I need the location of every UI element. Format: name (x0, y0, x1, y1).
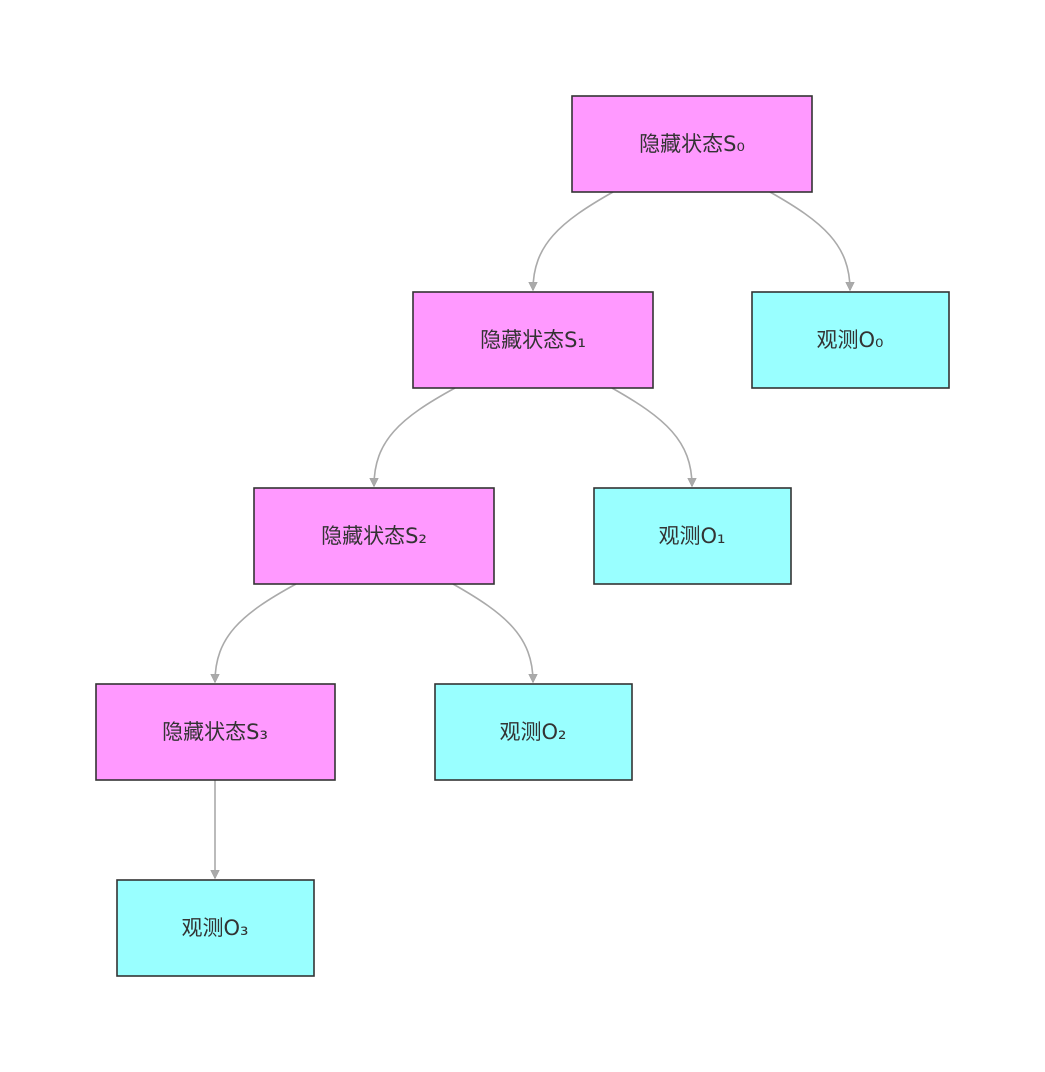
edge-s0-s1 (533, 191, 614, 290)
node-label: 观测O₃ (182, 916, 249, 940)
node-box (434, 683, 633, 781)
node-box (571, 95, 813, 193)
node-label: 隐藏状态S₁ (480, 328, 586, 352)
node-hidden-state-s2: 隐藏状态S₂ (253, 487, 495, 585)
node-label: 隐藏状态S₂ (321, 524, 427, 548)
node-box (412, 291, 654, 389)
edge-s1-o1 (611, 387, 692, 486)
node-observation-o3: 观测O₃ (116, 879, 315, 977)
node-label: 观测O₁ (659, 524, 726, 548)
node-box (116, 879, 315, 977)
node-hidden-state-s1: 隐藏状态S₁ (412, 291, 654, 389)
node-hidden-state-s0: 隐藏状态S₀ (571, 95, 813, 193)
node-label: 隐藏状态S₀ (639, 132, 745, 156)
edge-s2-s3 (215, 583, 297, 682)
node-observation-o2: 观测O₂ (434, 683, 633, 781)
node-observation-o1: 观测O₁ (593, 487, 792, 585)
node-box (593, 487, 792, 585)
node-observation-o0: 观测O₀ (751, 291, 950, 389)
edge-s2-o2 (452, 583, 533, 682)
node-label: 隐藏状态S₃ (162, 720, 268, 744)
edge-s1-s2 (374, 387, 456, 486)
node-hidden-state-s3: 隐藏状态S₃ (95, 683, 336, 781)
node-label: 观测O₂ (500, 720, 567, 744)
node-box (253, 487, 495, 585)
node-box (95, 683, 336, 781)
edge-s0-o0 (769, 191, 850, 290)
node-box (751, 291, 950, 389)
node-label: 观测O₀ (817, 328, 884, 352)
